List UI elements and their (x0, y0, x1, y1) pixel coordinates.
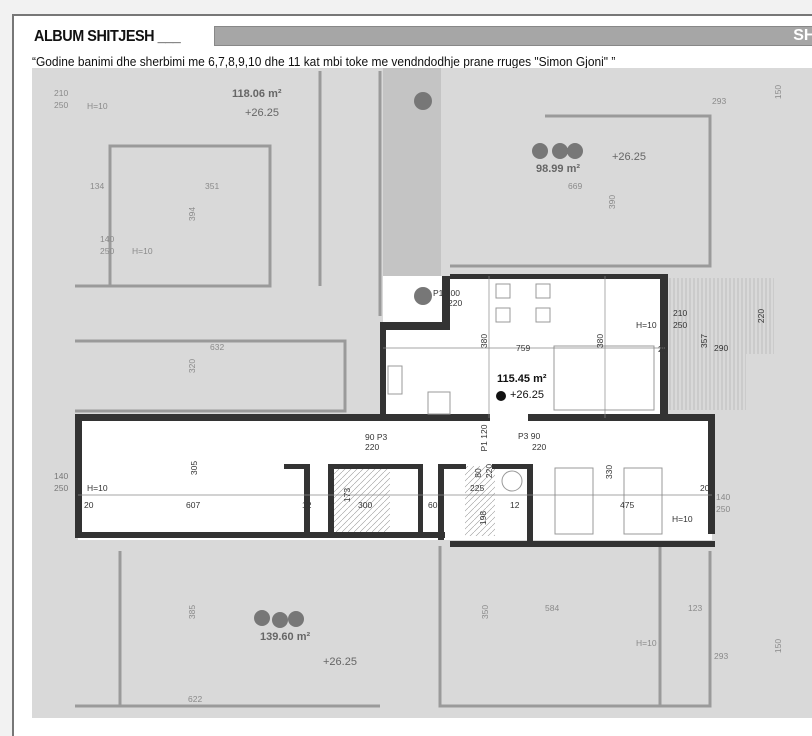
dimension-label: H=10 (636, 638, 657, 648)
dimension-label: 90 P3 (365, 432, 387, 442)
dimension-label: 357 (699, 334, 709, 348)
dimension-label: H=10 (87, 101, 108, 111)
dimension-label: 220 (365, 442, 379, 452)
level-marker-icon (496, 391, 506, 401)
neighbor-area-markers (254, 92, 583, 628)
dimension-label: 80 (473, 468, 483, 478)
dimension-lines (78, 276, 712, 496)
dimension-label: 250 (100, 246, 114, 256)
dimension-label: 60 (428, 500, 438, 510)
album-title: ALBUM SHITJESH ___ (34, 28, 181, 45)
header-bar-label: SHK (793, 27, 812, 44)
dimension-label: P1 120 (479, 424, 489, 451)
area-label: 98.99 m² (536, 163, 580, 175)
dimension-label: 475 (620, 500, 634, 510)
dimension-label: P3 90 (518, 431, 540, 441)
dimension-label: 123 (688, 603, 702, 613)
furniture (387, 283, 663, 535)
dimension-label: 20 (700, 483, 710, 493)
dimension-label: H=10 (132, 246, 153, 256)
dimension-label: 140 (100, 234, 114, 244)
dimension-label: H=10 (87, 483, 108, 493)
dimension-label: 394 (187, 207, 197, 221)
dimension-label: 293 (712, 96, 726, 106)
dimension-label: 300 (358, 500, 372, 510)
area-label: 118.06 m² (232, 88, 282, 100)
dimension-label: 220 (756, 309, 766, 323)
dimension-label: 330 (604, 465, 614, 479)
dimension-label: H=10 (672, 514, 693, 524)
dimension-label: 385 (187, 605, 197, 619)
dimension-label: 250 (54, 483, 68, 493)
dimension-labels: 759 380 380 H=10 210 250 220 357 290 20 … (54, 288, 766, 525)
dimension-label: 250 (54, 100, 68, 110)
dimension-label: 380 (595, 334, 605, 348)
dimension-label: 351 (205, 181, 219, 191)
dimension-label: 220 (448, 298, 462, 308)
dimension-label: 20 (84, 500, 94, 510)
dimension-label: 150 (773, 85, 783, 99)
level-label: +26.25 (323, 656, 357, 668)
dimension-label: 293 (714, 651, 728, 661)
dimension-label: 380 (479, 334, 489, 348)
apartment-label: 115.45 m² +26.25 (496, 373, 547, 401)
dimension-label: 225 (470, 483, 484, 493)
level-label: +26.25 (245, 107, 279, 119)
dimension-label: 12 (302, 500, 312, 510)
dimension-label: H=10 (636, 320, 657, 330)
apartment-walls (75, 274, 715, 547)
dimension-label: 173 (342, 488, 352, 502)
dimension-label: 134 (90, 181, 104, 191)
dimension-label: 250 (716, 504, 730, 514)
dimension-label: 140 (716, 492, 730, 502)
dimension-label: 759 (516, 343, 530, 353)
dimension-label: P1 100 (433, 288, 460, 298)
dimension-label: 210 (673, 308, 687, 318)
dimension-label: 210 (54, 88, 68, 98)
dimension-label: 220 (532, 442, 546, 452)
dimension-label: 632 (210, 342, 224, 352)
dimension-label: 584 (545, 603, 559, 613)
dimension-label: 150 (773, 639, 783, 653)
dimension-label: 12 (510, 500, 520, 510)
neighbor-areas: 118.06 m² +26.25 98.99 m² +26.25 139.60 … (232, 88, 646, 668)
dimension-label: 250 (673, 320, 687, 330)
neighbor-dimension-labels: 351 394 669 390 632 320 584 350 622 385 … (54, 85, 783, 704)
dimension-label: 290 (714, 343, 728, 353)
dimension-label: 607 (186, 500, 200, 510)
dimension-label: 20 (658, 344, 668, 354)
apartment-area: 115.45 m² (497, 373, 547, 385)
dimension-label: 669 (568, 181, 582, 191)
dimension-label: 320 (187, 359, 197, 373)
neighbor-walls (75, 71, 712, 708)
level-label: +26.25 (612, 151, 646, 163)
apartment-level: +26.25 (510, 389, 544, 401)
dimension-label: 622 (188, 694, 202, 704)
dimension-label: 220 (484, 464, 494, 478)
dimension-label: 198 (478, 511, 488, 525)
project-subtitle: “Godine banimi dhe sherbimi me 6,7,8,9,1… (32, 54, 616, 69)
floor-plan: 118.06 m² +26.25 98.99 m² +26.25 139.60 … (32, 68, 812, 718)
header-bar: SHK (214, 26, 812, 46)
dimension-label: 350 (480, 605, 490, 619)
dimension-label: 390 (607, 195, 617, 209)
dimension-label: 140 (54, 471, 68, 481)
area-label: 139.60 m² (260, 631, 310, 643)
dimension-label: 305 (189, 461, 199, 475)
